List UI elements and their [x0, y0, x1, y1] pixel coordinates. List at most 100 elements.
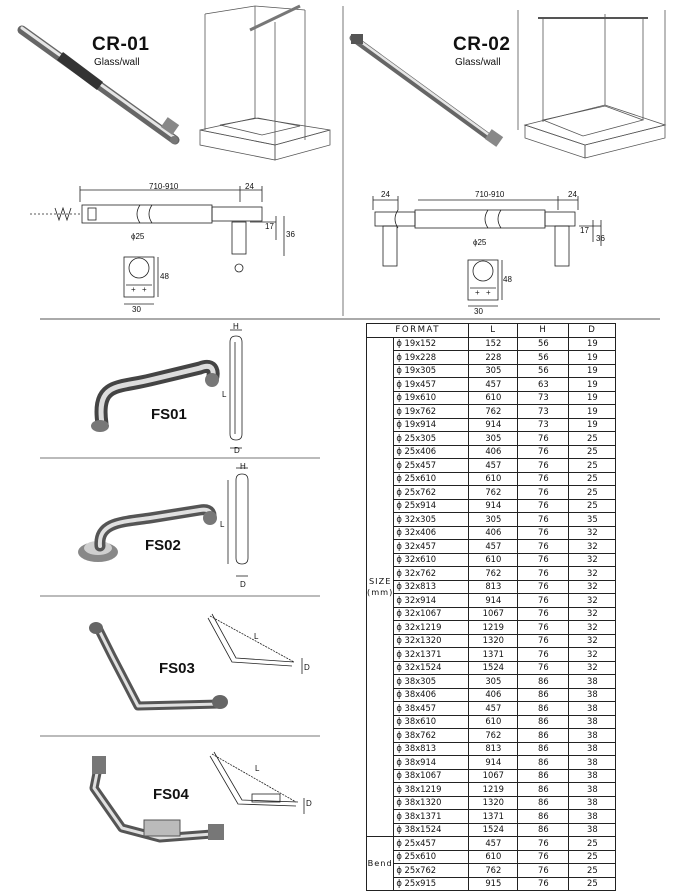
cell-h: 76	[517, 660, 570, 675]
cell-d: 32	[568, 579, 617, 594]
cell-d: 19	[568, 350, 617, 365]
svg-text:+: +	[131, 285, 136, 294]
cell-h: 76	[517, 485, 570, 500]
cell-h: 76	[517, 498, 570, 513]
cell-l: 610	[468, 552, 519, 567]
cell-l: 610	[468, 390, 519, 405]
cell-l: 305	[468, 512, 519, 527]
cell-d: 38	[568, 782, 617, 797]
fs01-grab-bar-image	[91, 360, 220, 432]
cell-d: 38	[568, 701, 617, 716]
cell-l: 406	[468, 525, 519, 540]
cell-format: ϕ 25x610	[393, 471, 470, 486]
cell-d: 38	[568, 741, 617, 756]
cell-l: 406	[468, 687, 519, 702]
cell-l: 457	[468, 701, 519, 716]
cell-l: 610	[468, 849, 519, 864]
fs01-dim-h: H	[233, 322, 239, 331]
cell-d: 25	[568, 876, 617, 891]
cr01-subtitle: Glass/wall	[94, 57, 140, 68]
cell-d: 32	[568, 606, 617, 621]
cell-l: 152	[468, 336, 519, 351]
fs04-label: FS04	[153, 786, 189, 803]
cell-l: 610	[468, 471, 519, 486]
col-header-l: L	[468, 323, 519, 338]
svg-text:+: +	[142, 285, 147, 294]
cell-h: 76	[517, 444, 570, 459]
cell-format: ϕ 32x762	[393, 566, 470, 581]
cr01-dim-17: 17	[265, 222, 274, 231]
cell-d: 19	[568, 390, 617, 405]
cell-l: 305	[468, 363, 519, 378]
cr02-rod-image	[349, 34, 504, 147]
cell-h: 86	[517, 687, 570, 702]
cell-l: 914	[468, 498, 519, 513]
cr02-shower-enclosure	[517, 10, 667, 159]
cell-d: 32	[568, 566, 617, 581]
cell-format: ϕ 25x406	[393, 444, 470, 459]
cell-d: 38	[568, 768, 617, 783]
cell-format: ϕ 32x1371	[393, 647, 470, 662]
fs03-drawing	[89, 613, 303, 711]
cr01-dim-phi25: ϕ25	[131, 232, 145, 241]
cell-format: ϕ 25x762	[393, 485, 470, 500]
cell-l: 1067	[468, 606, 519, 621]
cr01-dim-36: 36	[286, 230, 295, 239]
cell-format: ϕ 32x1219	[393, 620, 470, 635]
cell-format: ϕ 19x228	[393, 350, 470, 365]
cell-format: ϕ 38x813	[393, 741, 470, 756]
fs01-drawing	[91, 329, 243, 449]
fs02-dim-d: D	[240, 580, 246, 589]
cell-format: ϕ 25x915	[393, 876, 470, 891]
cell-h: 86	[517, 809, 570, 824]
cell-format: ϕ 19x457	[393, 377, 470, 392]
cell-d: 38	[568, 795, 617, 810]
cr01-dim-48: 48	[160, 272, 169, 281]
cell-h: 76	[517, 633, 570, 648]
cell-l: 914	[468, 755, 519, 770]
fs03-dim-d: D	[304, 663, 310, 672]
cell-h: 56	[517, 336, 570, 351]
cr02-dim-30: 30	[474, 307, 483, 316]
cr02-dim-phi25: ϕ25	[473, 238, 487, 247]
cell-l: 457	[468, 539, 519, 554]
cr01-dim-24: 24	[245, 182, 254, 191]
cell-l: 762	[468, 404, 519, 419]
cell-d: 35	[568, 512, 617, 527]
row-group-size-line1: SIZE	[368, 575, 392, 586]
cell-d: 32	[568, 633, 617, 648]
cell-d: 25	[568, 444, 617, 459]
cell-l: 305	[468, 674, 519, 689]
cell-format: ϕ 25x457	[393, 836, 470, 851]
cell-l: 1219	[468, 782, 519, 797]
cell-h: 86	[517, 674, 570, 689]
cell-format: ϕ 32x914	[393, 593, 470, 608]
cell-format: ϕ 38x305	[393, 674, 470, 689]
cell-format: ϕ 38x1219	[393, 782, 470, 797]
cell-l: 813	[468, 579, 519, 594]
cell-format: ϕ 19x610	[393, 390, 470, 405]
cell-d: 25	[568, 849, 617, 864]
cell-h: 76	[517, 836, 570, 851]
cell-h: 76	[517, 849, 570, 864]
cell-h: 76	[517, 512, 570, 527]
cell-l: 457	[468, 458, 519, 473]
col-header-d: D	[568, 323, 617, 338]
cr01-dim-30: 30	[132, 305, 141, 314]
cell-h: 86	[517, 822, 570, 837]
fs01-dim-l: L	[222, 390, 227, 399]
cell-d: 38	[568, 809, 617, 824]
fs01-label: FS01	[151, 406, 187, 423]
table-header-row: FORMAT L H D	[365, 323, 617, 338]
